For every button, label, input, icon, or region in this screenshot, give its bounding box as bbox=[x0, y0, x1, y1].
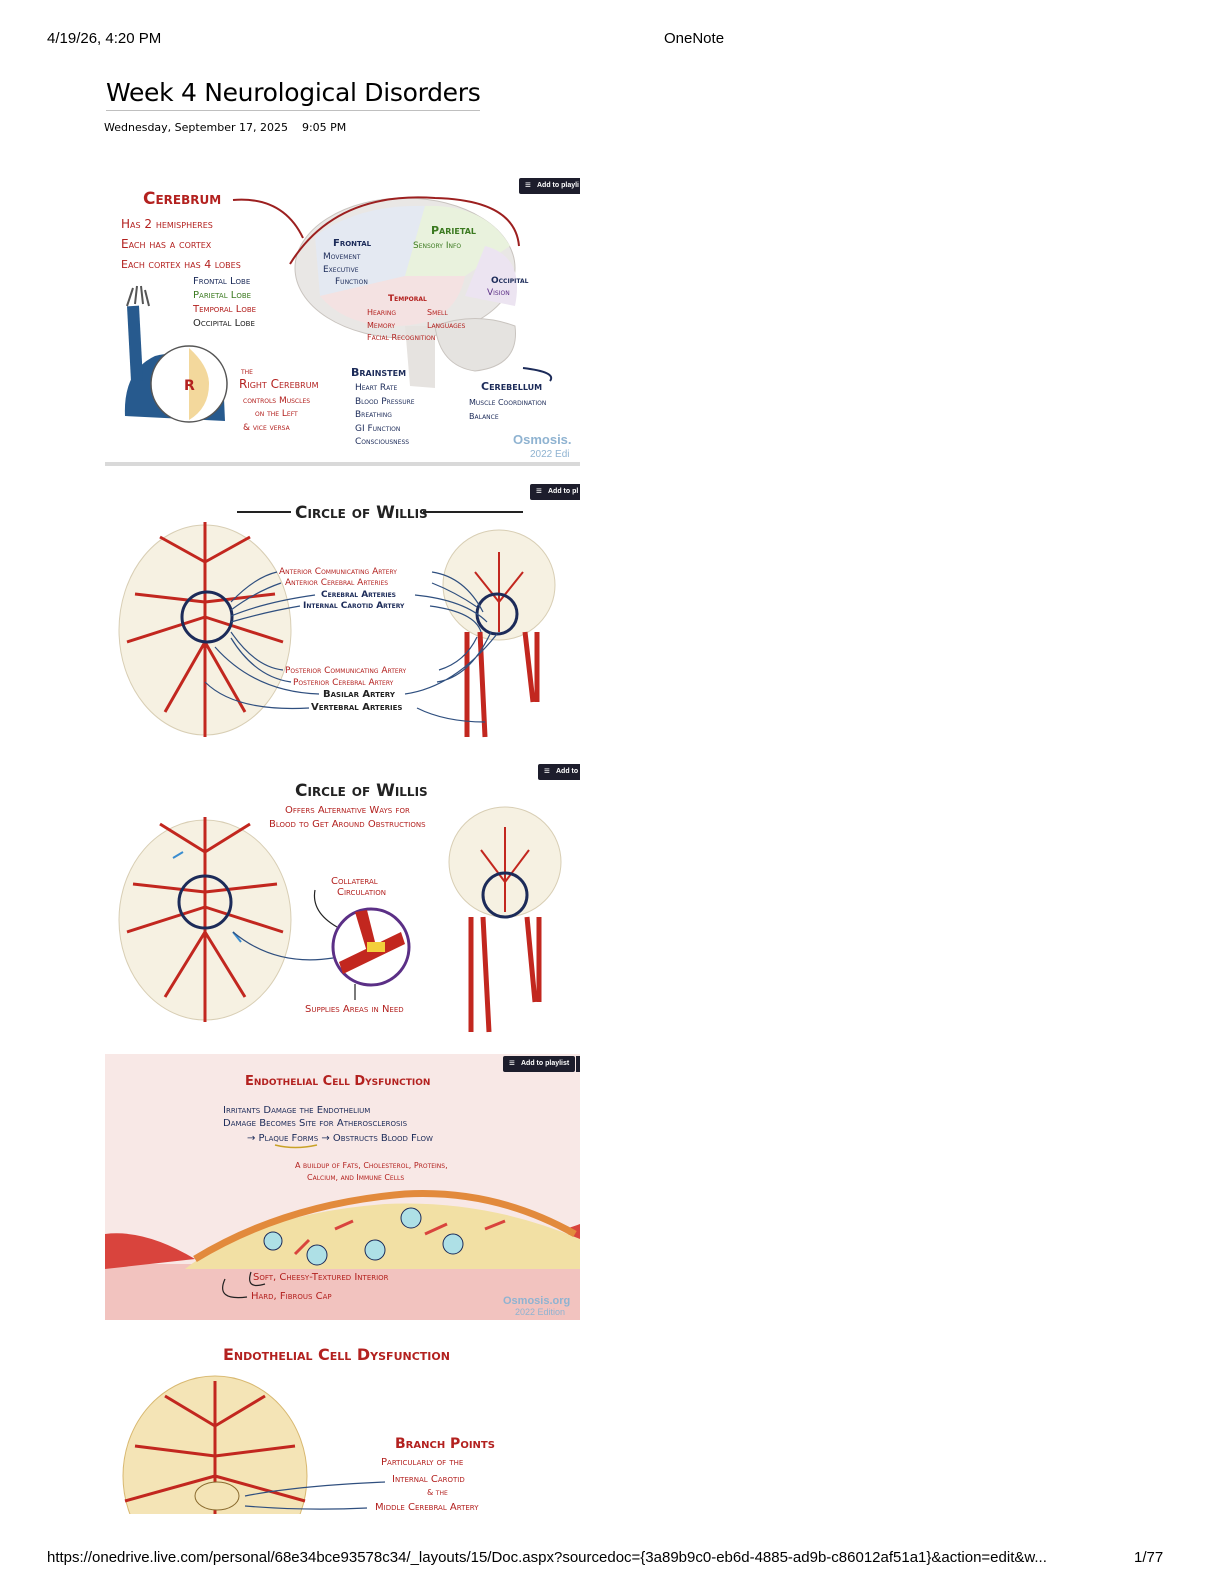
branch-points-image: Endothelial Cell Dysfunction Branch Poin… bbox=[105, 1336, 580, 1514]
print-datetime: 4/19/26, 4:20 PM bbox=[47, 30, 162, 47]
branch-points-heading: Branch Points bbox=[395, 1436, 495, 1452]
print-page-number: 1/77 bbox=[1134, 1549, 1164, 1566]
brainstem-item-5: Consciousness bbox=[355, 437, 409, 447]
cerebrum-bullet-2: Each has a cortex bbox=[121, 237, 212, 251]
temporal-item-3: Memory bbox=[367, 321, 395, 330]
brainstem-item-3: Breathing bbox=[355, 410, 392, 420]
playlist-edge bbox=[576, 1056, 580, 1072]
right-cerebrum-line-4: on the Left bbox=[255, 409, 298, 419]
osmosis-watermark: Osmosis.org bbox=[503, 1295, 570, 1307]
right-cerebrum-line-5: & vice versa bbox=[243, 423, 291, 433]
add-to-playlist-button[interactable]: Add to pl bbox=[530, 484, 580, 500]
branch-title: Endothelial Cell Dysfunction bbox=[223, 1345, 450, 1364]
endothelial-title: Endothelial Cell Dysfunction bbox=[245, 1074, 430, 1089]
add-to-playlist-button[interactable]: Add to playli bbox=[519, 178, 580, 194]
lobe-parietal: Parietal Lobe bbox=[193, 290, 251, 301]
brainstem-item-2: Blood Pressure bbox=[355, 397, 415, 407]
cerebrum-illustration: Cerebrum Has 2 hemispheres Each has a co… bbox=[105, 189, 580, 466]
occipital-item: Vision bbox=[487, 288, 510, 298]
cerebrum-heading: Cerebrum bbox=[143, 189, 221, 209]
branch-line-2: Internal Carotid bbox=[392, 1474, 465, 1485]
temporal-item-4: Languages bbox=[427, 321, 466, 330]
branch-points-illustration: Endothelial Cell Dysfunction Branch Poin… bbox=[122, 1345, 495, 1514]
plaque-illustration: Endothelial Cell Dysfunction Irritants D… bbox=[105, 1074, 580, 1320]
supplies-areas-label: Supplies Areas in Need bbox=[305, 1004, 404, 1015]
lobe-temporal: Temporal Lobe bbox=[192, 304, 256, 315]
page-time: 9:05 PM bbox=[301, 121, 347, 134]
add-to-playlist-button[interactable]: Add to bbox=[538, 764, 580, 780]
brainstem-heading: Brainstem bbox=[351, 366, 406, 379]
fibrous-cap-label: Hard, Fibrous Cap bbox=[251, 1291, 332, 1302]
page-date: Wednesday, September 17, 2025 bbox=[104, 121, 288, 134]
cerebellum-heading: Cerebellum bbox=[481, 380, 542, 393]
page-title[interactable]: Week 4 Neurological Disorders bbox=[106, 78, 481, 111]
osmosis-watermark: Osmosis. bbox=[513, 432, 572, 447]
cerebrum-bullet-1: Has 2 hemispheres bbox=[121, 217, 213, 231]
osmosis-edition: 2022 Edition bbox=[515, 1307, 565, 1317]
right-cerebrum-line-2: Right Cerebrum bbox=[239, 377, 319, 391]
frontal-heading: Frontal bbox=[333, 238, 372, 249]
willis-label-7: Basilar Artery bbox=[323, 689, 396, 700]
hemisphere-letter: R bbox=[184, 378, 195, 394]
temporal-item-2: Smell bbox=[427, 308, 448, 317]
branch-line-3: & the bbox=[427, 1488, 448, 1497]
lobe-frontal: Frontal Lobe bbox=[193, 276, 250, 287]
add-to-playlist-button[interactable]: Add to playlist bbox=[503, 1056, 576, 1072]
parietal-item: Sensory Info bbox=[413, 241, 461, 251]
osmosis-edition: 2022 Edi bbox=[530, 449, 569, 460]
collateral-circulation-image: Circle of Willis Offers Alternative Ways… bbox=[105, 762, 580, 1038]
endothelial-line-3: → Plaque Forms → Obstructs Blood Flow bbox=[247, 1133, 433, 1144]
willis-label-5: Posterior Communicating Artery bbox=[285, 666, 407, 676]
temporal-item-5: Facial Recognition bbox=[367, 333, 435, 342]
willis-label-2: Anterior Cerebral Arteries bbox=[285, 578, 388, 588]
lobe-occipital: Occipital Lobe bbox=[193, 318, 255, 329]
collateral-line-2: Circulation bbox=[337, 887, 386, 898]
brainstem-item-1: Heart Rate bbox=[355, 383, 397, 393]
willis-label-1: Anterior Communicating Artery bbox=[279, 567, 397, 577]
endothelial-line-1: Irritants Damage the Endothelium bbox=[223, 1105, 370, 1116]
circle-of-willis-image: Circle of Willis Anterior Communicating … bbox=[105, 482, 580, 744]
print-app-name: OneNote bbox=[664, 30, 725, 47]
cerebellum-item-2: Balance bbox=[469, 412, 499, 421]
temporal-heading: Temporal bbox=[388, 294, 427, 304]
willis-label-4: Internal Carotid Artery bbox=[303, 601, 405, 611]
right-cerebrum-line-1: the bbox=[240, 367, 253, 377]
willis-label-6: Posterior Cerebral Artery bbox=[293, 678, 394, 688]
circle-of-willis-illustration: Circle of Willis Anterior Communicating … bbox=[118, 503, 556, 738]
willis-title: Circle of Willis bbox=[295, 503, 428, 523]
willis-title-2: Circle of Willis bbox=[295, 781, 428, 801]
willis-subtitle-1: Offers Alternative Ways for bbox=[285, 805, 410, 816]
temporal-item-1: Hearing bbox=[367, 308, 396, 317]
cerebellum-item-1: Muscle Coordination bbox=[469, 398, 546, 407]
cerebrum-bullet-3: Each cortex has 4 lobes bbox=[121, 258, 241, 271]
branch-line-4: Middle Cerebral Artery bbox=[375, 1502, 479, 1513]
soft-interior-label: Soft, Cheesy-Textured Interior bbox=[253, 1272, 389, 1283]
occipital-heading: Occipital bbox=[491, 276, 529, 286]
brainstem-item-4: GI Function bbox=[355, 424, 400, 434]
willis-label-8: Vertebral Arteries bbox=[311, 702, 402, 713]
collateral-circulation-illustration: Circle of Willis Offers Alternative Ways… bbox=[118, 781, 562, 1033]
frontal-item-3: Function bbox=[335, 277, 368, 287]
willis-subtitle-2: Blood to Get Around Obstructions bbox=[269, 819, 426, 830]
branch-line-1: Particularly of the bbox=[381, 1457, 463, 1468]
parietal-heading: Parietal bbox=[431, 224, 476, 237]
page-datetime: Wednesday, September 17, 2025 9:05 PM bbox=[104, 121, 346, 134]
willis-label-3: Cerebral Arteries bbox=[321, 590, 396, 600]
print-url: https://onedrive.live.com/personal/68e34… bbox=[47, 1549, 1047, 1566]
right-cerebrum-line-3: controls Muscles bbox=[243, 396, 310, 406]
collateral-line-1: Collateral bbox=[331, 876, 378, 887]
frontal-item-1: Movement bbox=[323, 252, 361, 262]
buildup-line-1: A buildup of Fats, Cholesterol, Proteins… bbox=[295, 1161, 448, 1170]
frontal-item-2: Executive bbox=[323, 265, 359, 275]
endothelial-line-2: Damage Becomes Site for Atherosclerosis bbox=[223, 1118, 408, 1129]
endothelial-dysfunction-image: Endothelial Cell Dysfunction Irritants D… bbox=[105, 1054, 580, 1320]
cerebrum-image: Cerebrum Has 2 hemispheres Each has a co… bbox=[105, 176, 580, 466]
buildup-line-2: Calcium, and Immune Cells bbox=[307, 1173, 404, 1182]
